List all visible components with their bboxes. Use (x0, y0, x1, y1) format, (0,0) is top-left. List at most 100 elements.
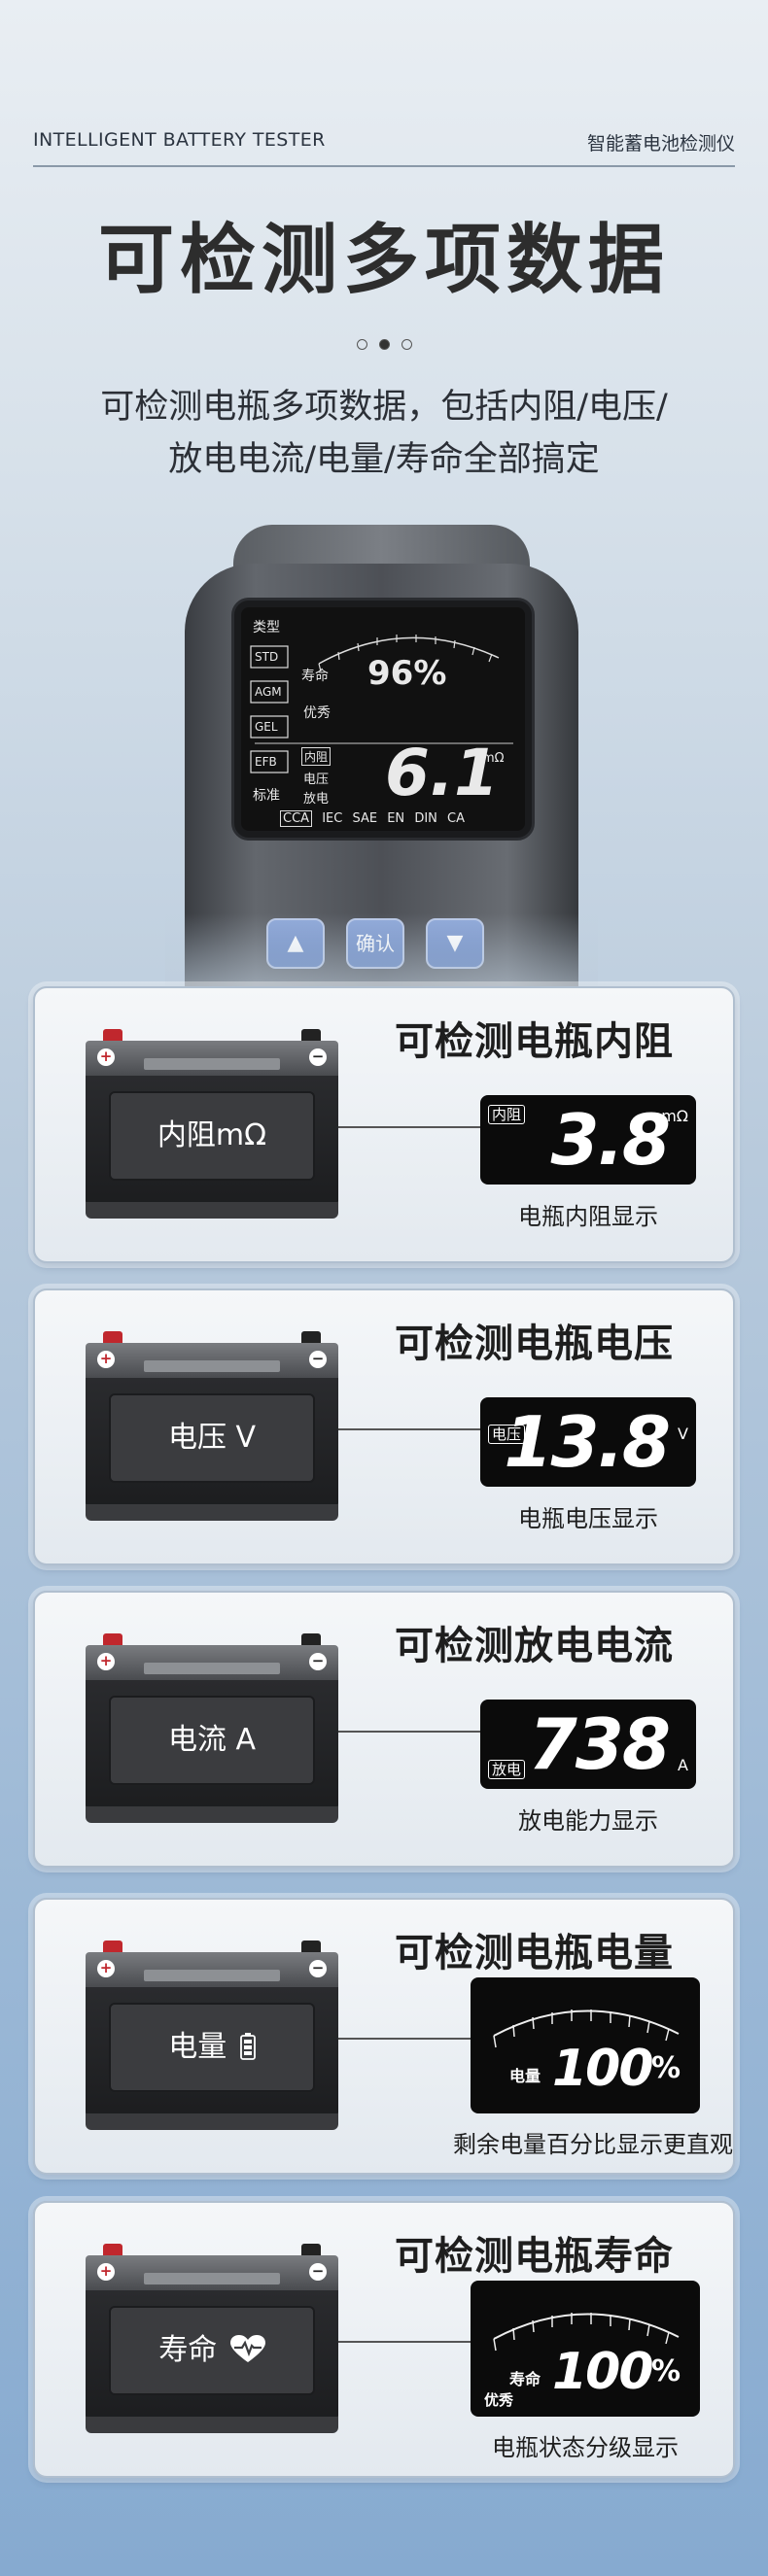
card-title: 可检测电瓶内阻 (395, 1019, 674, 1064)
gauge-label: 电量 (509, 2067, 541, 2085)
connector-line (338, 1428, 484, 1430)
brand-english: INTELLIGENT BATTERY TESTER (33, 129, 326, 151)
gauge-label: 寿命 (509, 2370, 541, 2388)
readout-display: 内阻 3.8 mΩ (480, 1095, 696, 1185)
battery-illustration: + − 电流 A (86, 1633, 338, 1823)
minus-icon: − (309, 1653, 327, 1670)
readout-value: 13.8 (504, 1401, 671, 1483)
lcd-voltage-label: 电压 (303, 773, 330, 787)
pager-dot[interactable] (401, 339, 412, 350)
card-discharge-current: + − 电流 A 可检测放电电流 放电 738 A 放电能力显示 (33, 1591, 735, 1868)
readout-value: 3.8 (550, 1099, 671, 1181)
battery-base (86, 1202, 338, 1219)
minus-icon: − (309, 2263, 327, 2281)
battery-base (86, 2113, 338, 2130)
lcd-type-gel: GEL (255, 720, 278, 734)
lcd-standard-label: 标准 (253, 788, 280, 804)
battery-top (86, 1041, 338, 1080)
minus-icon: − (309, 1351, 327, 1368)
battery-illustration: + − 电量 (86, 1941, 338, 2130)
lcd-life-value: 96% (367, 654, 447, 693)
gauge-value: 100 (552, 2343, 654, 2401)
lcd-rating: 优秀 (303, 705, 331, 721)
lcd-standard-din: DIN (414, 811, 437, 826)
gauge-display: 寿命 100 % 优秀 (471, 2281, 700, 2417)
minus-icon: − (309, 1048, 327, 1066)
hero-subtitle: 可检测电瓶多项数据，包括内阻/电压/ 放电电流/电量/寿命全部搞定 (0, 381, 768, 486)
card-caption: 电瓶内阻显示 (518, 1203, 658, 1230)
battery-top (86, 2255, 338, 2294)
subtitle-line-1: 可检测电瓶多项数据，包括内阻/电压/ (100, 388, 668, 427)
plus-icon: + (97, 2263, 115, 2281)
heart-pulse-icon (229, 2335, 265, 2362)
battery-label: 电量 (109, 2003, 315, 2092)
lcd-standard-sae: SAE (352, 811, 378, 826)
lcd-standard-en: EN (387, 811, 405, 826)
card-title: 可检测放电电流 (395, 1624, 674, 1668)
lcd-discharge-label: 放电 (303, 792, 330, 807)
pager-dot[interactable] (356, 339, 367, 350)
battery-base (86, 1806, 338, 1823)
battery-top (86, 1645, 338, 1684)
card-title: 可检测电瓶电量 (395, 1931, 674, 1975)
pager-dot-active[interactable] (378, 339, 390, 350)
lcd-main-unit: mΩ (482, 751, 505, 766)
card-caption: 剩余电量百分比显示更直观 (453, 2131, 733, 2158)
battery-top (86, 1952, 338, 1991)
connector-line (338, 2038, 474, 2040)
battery-base (86, 1504, 338, 1521)
lcd-standard-iec: IEC (322, 811, 343, 826)
readout-display: 电压 13.8 V (480, 1397, 696, 1487)
lcd-type-agm: AGM (255, 685, 282, 699)
minus-icon: − (309, 1960, 327, 1977)
header-bar: INTELLIGENT BATTERY TESTER 智能蓄电池检测仪 (33, 124, 735, 167)
gauge-unit: % (651, 2051, 681, 2085)
plus-icon: + (97, 1960, 115, 1977)
battery-label: 电压 V (109, 1393, 315, 1483)
plus-icon: + (97, 1653, 115, 1670)
card-charge-level: + − 电量 可检测电瓶电量 电量 100 % 剩余电量百分比显示更 (33, 1898, 735, 2175)
readout-unit: mΩ (661, 1107, 688, 1125)
battery-label: 电流 A (109, 1696, 315, 1785)
connector-line (338, 2341, 474, 2343)
readout-unit: V (678, 1425, 688, 1443)
plus-icon: + (97, 1351, 115, 1368)
lcd-mode-tag: 内阻 (301, 747, 332, 766)
carousel-pager (0, 335, 768, 354)
battery-icon (239, 2033, 256, 2060)
gauge-value: 100 (552, 2040, 654, 2098)
connector-line (338, 1731, 484, 1733)
lcd-gauge-arc (250, 635, 513, 773)
connector-line (338, 1126, 484, 1128)
readout-tag: 放电 (488, 1760, 526, 1779)
lcd-type-label: 类型 (253, 620, 280, 635)
battery-label: 内阻mΩ (109, 1091, 315, 1181)
lcd-standards-row: CCA IEC SAE EN DIN CA (280, 810, 465, 827)
card-title: 可检测电瓶寿命 (395, 2234, 674, 2279)
readout-tag: 内阻 (488, 1105, 526, 1124)
gauge-rating: 优秀 (484, 2391, 514, 2409)
readout-display: 放电 738 A (480, 1700, 696, 1789)
plus-icon: + (97, 1048, 115, 1066)
lcd-main-value: 6.1 (385, 736, 499, 810)
battery-top (86, 1343, 338, 1382)
readout-unit: A (678, 1756, 688, 1774)
hero-title: 可检测多项数据 (97, 217, 670, 304)
gauge-display: 电量 100 % (471, 1977, 700, 2113)
card-caption: 电瓶状态分级显示 (492, 2434, 679, 2461)
gauge-scale (493, 2313, 680, 2352)
lcd-standard-cca: CCA (280, 810, 313, 827)
brand-chinese: 智能蓄电池检测仪 (586, 133, 735, 155)
gauge-scale (493, 2009, 680, 2048)
battery-illustration: + − 寿命 (86, 2244, 338, 2433)
battery-illustration: + − 电压 V (86, 1331, 338, 1521)
card-caption: 放电能力显示 (518, 1807, 658, 1835)
card-voltage: + − 电压 V 可检测电瓶电压 电压 13.8 V 电瓶电压显示 (33, 1288, 735, 1565)
battery-label-text: 寿命 (158, 2333, 218, 2367)
lcd-screen: 类型 STD AGM GEL EFB 标准 寿命 96% 优秀 内阻 电压 放电… (241, 607, 525, 831)
lcd-type-std: STD (255, 650, 279, 664)
subtitle-line-2: 放电电流/电量/寿命全部搞定 (168, 440, 600, 479)
lcd-type-efb: EFB (255, 755, 277, 769)
readout-tag: 电压 (488, 1425, 526, 1444)
card-caption: 电瓶电压显示 (518, 1505, 658, 1532)
